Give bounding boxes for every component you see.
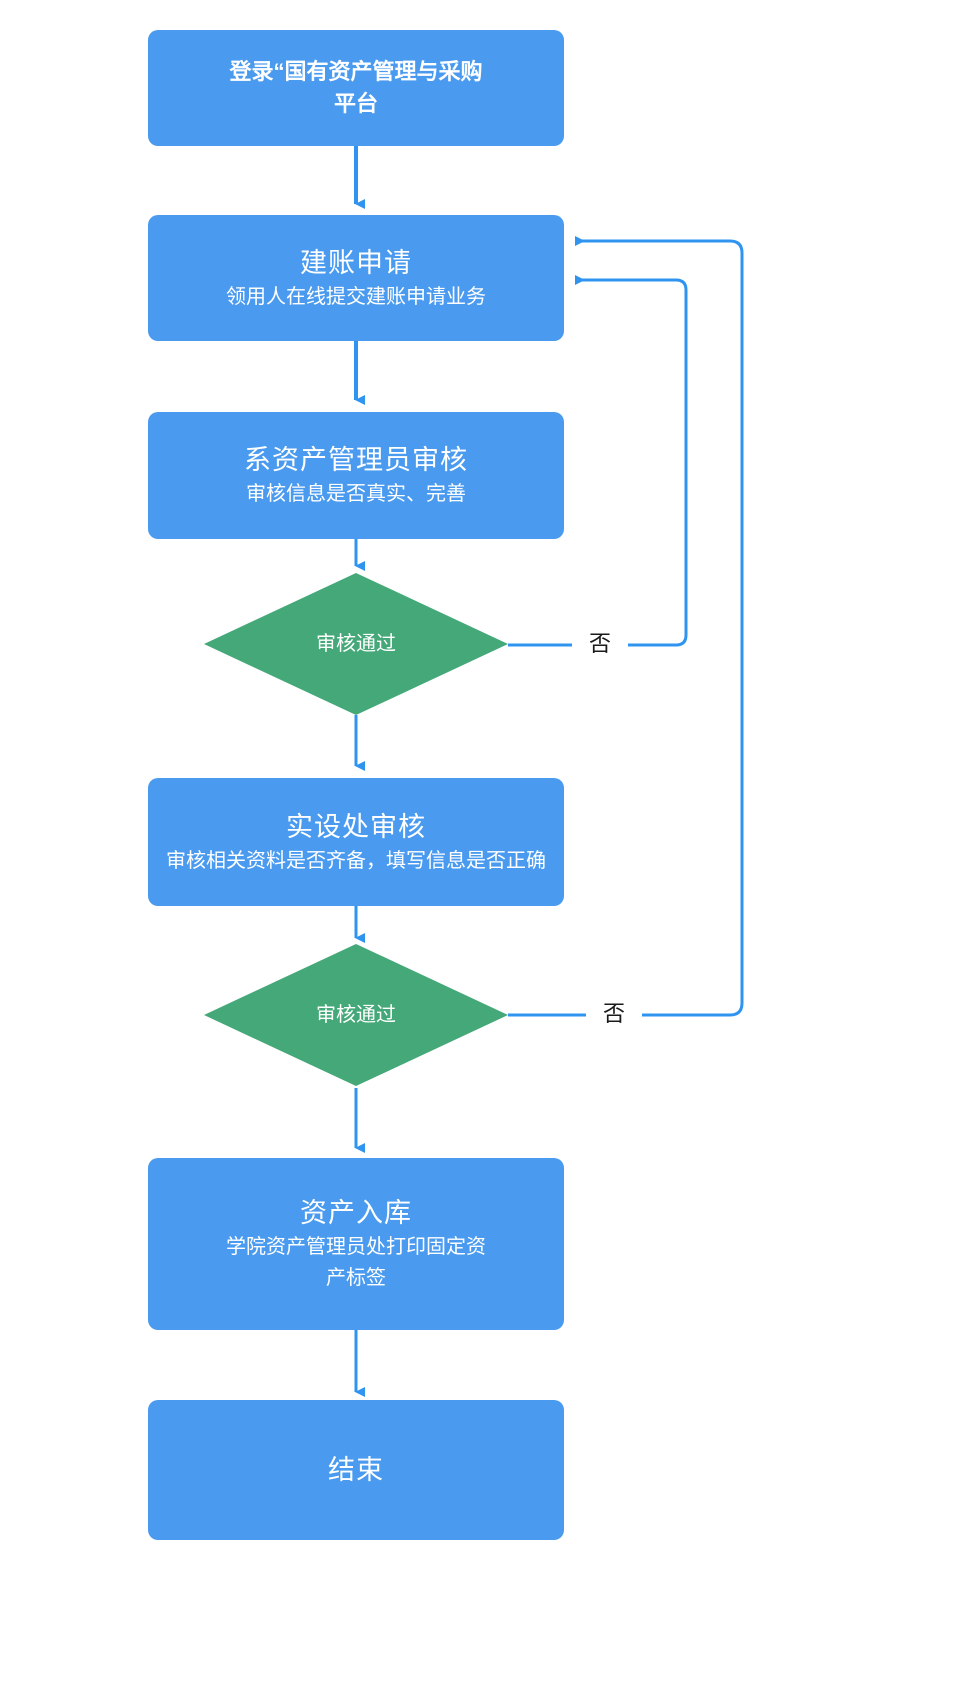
edge-decision-2-no-to-apply bbox=[508, 241, 744, 1017]
node-end-title: 结束 bbox=[328, 1455, 384, 1485]
node-asset-storage-title: 资产入库 bbox=[300, 1198, 412, 1228]
node-apply-subtitle: 领用人在线提交建账申请业务 bbox=[226, 285, 486, 308]
node-decision-2[interactable]: 审核通过 bbox=[204, 944, 508, 1086]
node-login[interactable]: 登录“国有资产管理与采购 平台 bbox=[148, 30, 564, 146]
node-end[interactable]: 结束 bbox=[148, 1400, 564, 1540]
node-asset-storage[interactable]: 资产入库 学院资产管理员处打印固定资 产标签 bbox=[148, 1158, 564, 1330]
node-apply[interactable]: 建账申请 领用人在线提交建账申请业务 bbox=[148, 215, 564, 341]
node-asset-storage-subtitle: 学院资产管理员处打印固定资 bbox=[226, 1236, 486, 1258]
edge-decision-1-no-to-apply bbox=[508, 280, 688, 647]
decision-1-label: 审核通过 bbox=[316, 633, 396, 655]
node-dept-review[interactable]: 系资产管理员审核 审核信息是否真实、完善 bbox=[148, 412, 564, 539]
node-dept-review-subtitle: 审核信息是否真实、完善 bbox=[246, 483, 466, 505]
node-facility-review-subtitle: 审核相关资料是否齐备，填写信息是否正确 bbox=[166, 849, 546, 872]
node-apply-title: 建账申请 bbox=[300, 247, 412, 278]
node-login-title-line2: 平台 bbox=[333, 91, 378, 116]
node-dept-review-title: 系资产管理员审核 bbox=[244, 445, 468, 475]
node-asset-storage-subtitle-line2: 产标签 bbox=[326, 1267, 386, 1289]
node-decision-1[interactable]: 审核通过 bbox=[204, 573, 508, 715]
decision-2-label: 审核通过 bbox=[316, 1004, 396, 1026]
node-facility-review[interactable]: 实设处审核 审核相关资料是否齐备，填写信息是否正确 bbox=[148, 778, 564, 906]
node-login-title: 登录“国有资产管理与采购 bbox=[229, 59, 483, 84]
edge-label-no-1: 否 bbox=[588, 631, 611, 656]
edge-label-no-2: 否 bbox=[602, 1001, 625, 1026]
node-facility-review-title: 实设处审核 bbox=[286, 811, 426, 842]
